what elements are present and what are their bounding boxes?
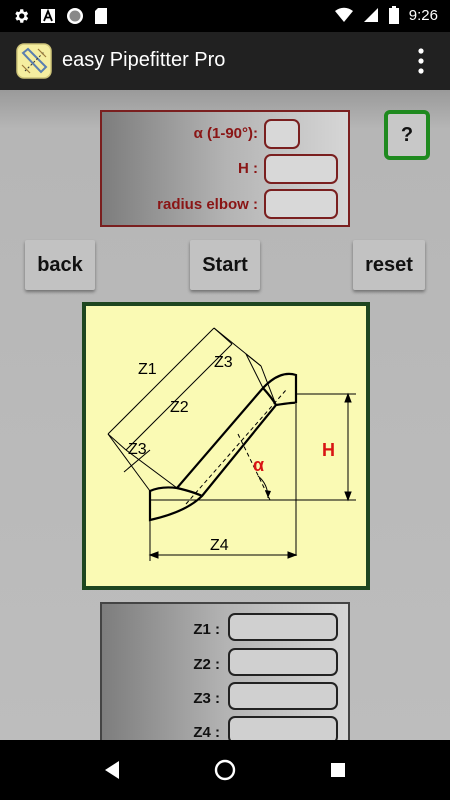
output-panel: Z1 : Z2 : Z3 : Z4 : <box>100 602 350 740</box>
h-label-diagram: H <box>322 440 335 460</box>
z3-output-field <box>228 682 338 710</box>
z4-label: Z4 <box>210 537 229 554</box>
alpha-label: α <box>253 455 264 475</box>
app-logo-icon <box>16 43 52 79</box>
z3-bottom-label: Z3 <box>128 441 147 458</box>
h-input[interactable] <box>264 154 338 184</box>
radius-elbow-input[interactable] <box>264 189 338 219</box>
pipe-outline <box>148 372 298 522</box>
back-nav-icon[interactable] <box>103 760 121 780</box>
status-bar: 9:26 <box>0 0 450 32</box>
angle-label: α (1-90°): <box>193 125 258 142</box>
z2-output-label: Z2 : <box>193 656 220 673</box>
settings-icon <box>15 9 29 23</box>
z2-label: Z2 <box>170 399 189 416</box>
alpha-reference-line <box>237 433 271 501</box>
app-title: easy Pipefitter Pro <box>62 49 226 71</box>
help-button[interactable]: ? <box>384 110 430 160</box>
reset-button[interactable]: reset <box>353 240 425 290</box>
system-nav-bar <box>0 740 450 800</box>
input-panel: α (1-90°): H : radius elbow : <box>100 110 350 227</box>
pipe-centerline <box>185 389 287 505</box>
z4-output-label: Z4 : <box>193 724 220 740</box>
signal-icon <box>363 8 378 22</box>
z2-output-field <box>228 648 338 676</box>
z1-output-label: Z1 : <box>193 621 220 638</box>
home-nav-icon[interactable] <box>214 759 236 781</box>
battery-icon <box>388 6 399 24</box>
wifi-icon <box>334 7 353 23</box>
overflow-menu-icon[interactable] <box>414 44 428 78</box>
start-button[interactable]: Start <box>190 240 260 290</box>
recents-nav-icon[interactable] <box>330 762 346 778</box>
z4-output-field <box>228 716 338 740</box>
font-app-icon <box>41 8 55 23</box>
back-button[interactable]: back <box>25 240 95 290</box>
z3-top-label: Z3 <box>214 354 233 371</box>
z1-output-field <box>228 613 338 641</box>
radius-elbow-label: radius elbow : <box>157 196 258 213</box>
pipe-elbow-diagram: Z1 Z3 Z2 Z3 Z4 H α <box>82 302 370 590</box>
z1-label: Z1 <box>138 361 157 378</box>
h-label: H : <box>238 160 258 177</box>
diagonal-dimensions <box>107 327 277 492</box>
app-bar: easy Pipefitter Pro <box>0 32 450 90</box>
record-icon <box>67 8 83 24</box>
diagram-svg: Z1 Z3 Z2 Z3 Z4 H α <box>107 327 356 561</box>
h-dimension <box>296 392 356 502</box>
sd-card-icon <box>95 8 107 24</box>
z3-output-label: Z3 : <box>193 690 220 707</box>
status-time: 9:26 <box>408 6 438 24</box>
angle-input[interactable] <box>264 119 300 149</box>
z4-dimension <box>148 520 298 561</box>
help-button-label: ? <box>400 123 414 146</box>
main-content: α (1-90°): H : radius elbow : ? back Sta… <box>0 90 450 740</box>
